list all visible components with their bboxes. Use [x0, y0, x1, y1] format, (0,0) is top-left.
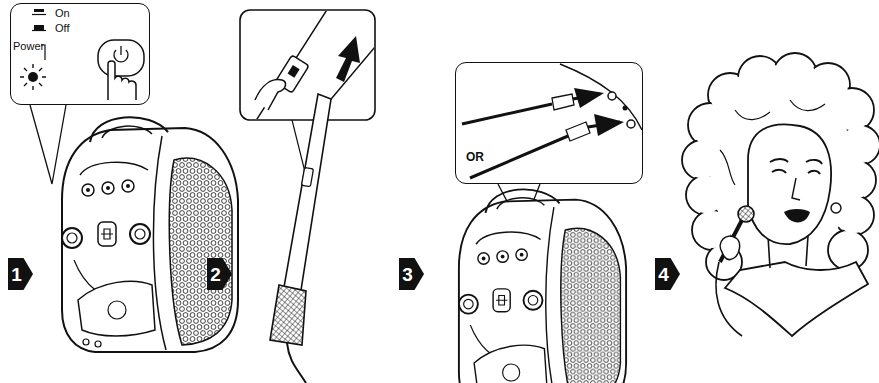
switch-slider	[288, 65, 300, 78]
zoom-panel: OnOffPower	[10, 3, 150, 105]
power-button	[98, 40, 144, 76]
mic-closeup	[250, 11, 374, 119]
slide-arrow	[336, 36, 360, 82]
eyebrows	[770, 159, 822, 164]
switch-state-label: On	[55, 8, 70, 19]
off-symbol-base	[32, 30, 46, 31]
singer-mic-cord	[716, 262, 742, 336]
jack	[608, 92, 616, 100]
on-symbol	[34, 9, 44, 12]
karaoke-machine	[459, 189, 626, 383]
step-number: 3	[399, 258, 424, 290]
callout-leader	[30, 105, 66, 184]
earring	[831, 203, 841, 213]
badge-arrow	[399, 258, 424, 290]
badge-arrow	[8, 258, 33, 290]
mic-cord	[287, 343, 306, 383]
power-led	[28, 72, 38, 82]
hair-fill	[710, 78, 854, 262]
microphone-head	[270, 285, 306, 345]
option-label: OR	[466, 151, 484, 163]
face	[748, 124, 831, 244]
karaoke-machine	[62, 117, 238, 352]
step-number-text: 2	[207, 265, 224, 284]
step-number-text: 1	[8, 265, 25, 284]
step-number-text: 3	[399, 265, 416, 284]
badge-arrow	[207, 258, 232, 290]
pointing-hand	[108, 61, 136, 100]
thumb	[255, 80, 285, 110]
mic-handle-closeup	[250, 11, 374, 119]
insert-arrow	[574, 88, 604, 108]
jack	[627, 120, 635, 128]
cable	[462, 104, 552, 124]
power-symbol	[114, 46, 128, 62]
open-mouth	[784, 209, 810, 223]
jack	[623, 106, 628, 111]
led-rays	[20, 64, 46, 90]
step-number: 2	[207, 258, 232, 290]
nose	[792, 178, 800, 200]
insert-arrow	[594, 114, 624, 136]
badge-arrow	[655, 258, 680, 290]
on-symbol-base	[32, 14, 46, 15]
singer-hand	[720, 236, 739, 259]
singer-mic-head	[738, 206, 754, 222]
zoom-panel: OR	[455, 62, 643, 184]
mic-switch	[301, 167, 313, 186]
hair-fill	[830, 232, 866, 268]
plug	[566, 122, 590, 141]
hair-fill	[684, 55, 878, 278]
off-symbol	[34, 25, 44, 30]
singer	[682, 53, 879, 336]
heart-collar	[725, 262, 868, 336]
singer-mic-handle	[720, 220, 742, 262]
control-label: Power	[13, 41, 44, 52]
eyes	[772, 170, 820, 174]
step-number: 4	[655, 258, 680, 290]
step-number: 1	[8, 258, 33, 290]
microphone-handle	[284, 94, 331, 290]
switch-state-label: Off	[55, 23, 69, 34]
callout-leader	[292, 120, 306, 176]
hair-curl	[828, 230, 868, 270]
plug	[552, 94, 574, 110]
step-number-text: 4	[655, 265, 672, 284]
hair-outline	[682, 53, 879, 280]
cable	[470, 136, 568, 178]
